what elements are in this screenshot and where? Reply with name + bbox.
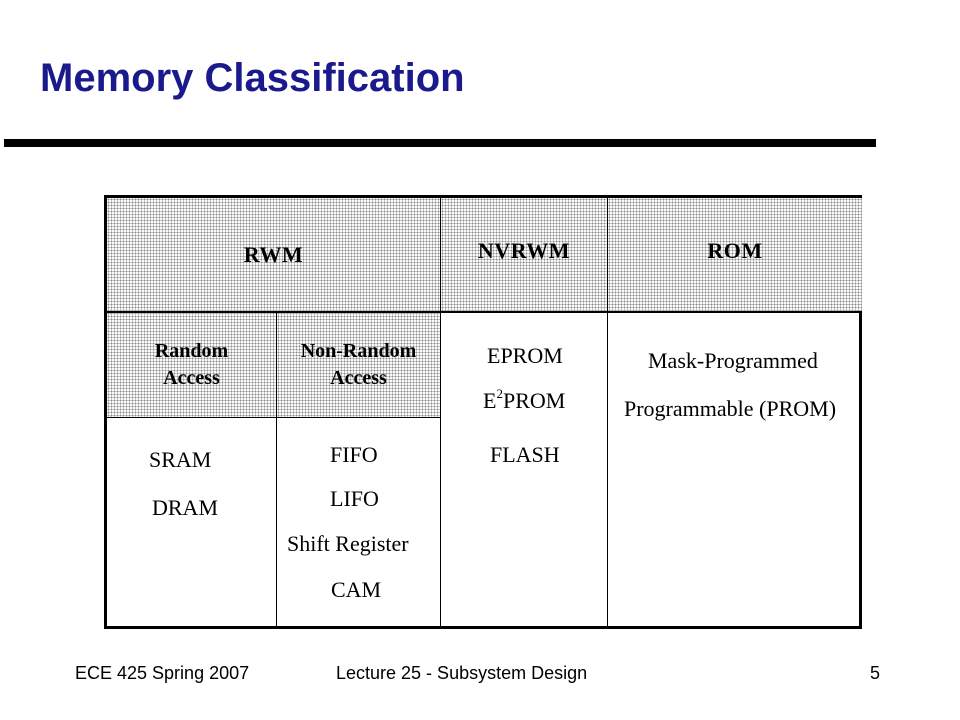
col-divider-random-nonrandom bbox=[276, 312, 277, 626]
subheader-random-access: Random Access bbox=[107, 312, 276, 417]
item-mask-programmed: Mask-Programmed bbox=[648, 348, 818, 373]
header-nvrwm-label: NVRWM bbox=[477, 238, 571, 263]
item-dram: DRAM bbox=[152, 495, 219, 520]
subheader-row-divider bbox=[107, 417, 441, 418]
item-shift-register: Shift Register bbox=[287, 531, 409, 556]
memory-classification-table: RWM NVRWM ROM Random Access Non-Random A… bbox=[104, 195, 862, 629]
footer-lecture: Lecture 25 - Subsystem Design bbox=[336, 663, 588, 683]
footer-course: ECE 425 Spring 2007 bbox=[75, 663, 250, 683]
title-divider bbox=[4, 139, 876, 147]
subheader-non-random-access: Non-Random Access bbox=[277, 312, 440, 417]
item-e2prom-superscript: 2 bbox=[496, 386, 503, 401]
item-e2prom-prefix: E bbox=[483, 388, 497, 413]
col-divider-nvrwm-rom bbox=[607, 198, 608, 626]
header-rwm: RWM bbox=[107, 198, 440, 311]
item-lifo: LIFO bbox=[330, 486, 379, 511]
header-row-divider bbox=[107, 311, 862, 313]
item-sram: SRAM bbox=[149, 447, 212, 472]
footer-page-number: 5 bbox=[870, 663, 881, 683]
subheader-random-line2: Access bbox=[163, 366, 220, 389]
subheader-nonrandom-line1: Non-Random bbox=[300, 339, 417, 362]
subheader-random-line1: Random bbox=[154, 339, 229, 362]
item-eprom: EPROM bbox=[487, 343, 563, 368]
subheader-nonrandom-line2: Access bbox=[330, 366, 387, 389]
item-fifo: FIFO bbox=[330, 442, 378, 467]
header-rom-label: ROM bbox=[707, 238, 763, 263]
item-programmable-prom: Programmable (PROM) bbox=[624, 396, 837, 421]
item-cam: CAM bbox=[331, 577, 382, 602]
header-nvrwm: NVRWM bbox=[441, 198, 607, 311]
header-rwm-label: RWM bbox=[243, 241, 304, 267]
item-e2prom: E2PROM bbox=[483, 386, 566, 414]
col-divider-rwm-nvrwm bbox=[440, 198, 441, 626]
item-e2prom-suffix: PROM bbox=[502, 388, 566, 413]
item-flash: FLASH bbox=[490, 442, 560, 467]
header-rom: ROM bbox=[608, 198, 862, 311]
slide-title: Memory Classification bbox=[40, 56, 465, 100]
